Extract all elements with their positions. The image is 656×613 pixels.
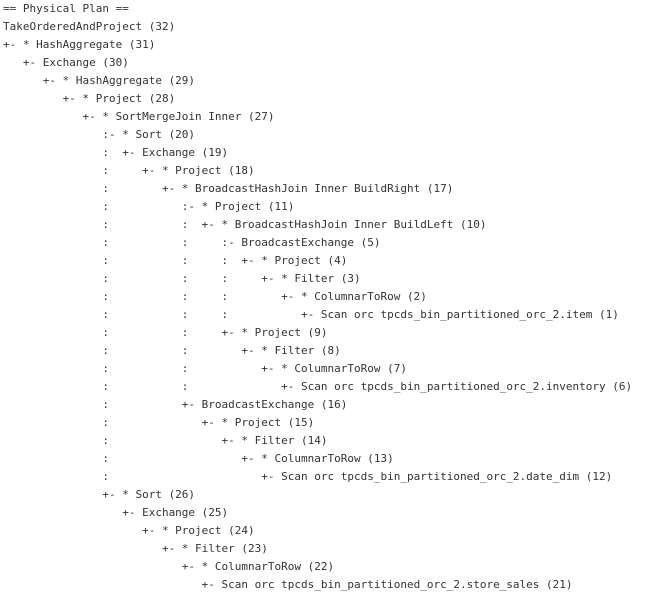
plan-node: : +- BroadcastExchange (16) [3, 398, 348, 411]
plan-node: : +- * Filter (14) [3, 434, 328, 447]
plan-node: : : +- * Filter (8) [3, 344, 341, 357]
plan-node: +- Exchange (25) [3, 506, 229, 519]
plan-node: : : : +- * ColumnarToRow (2) [3, 290, 427, 303]
plan-node: :- * Sort (20) [3, 128, 196, 141]
plan-node: +- * ColumnarToRow (22) [3, 560, 335, 573]
plan-node: : : +- Scan orc tpcds_bin_partitioned_or… [3, 380, 633, 393]
plan-node: : +- Scan orc tpcds_bin_partitioned_orc_… [3, 470, 613, 483]
plan-node: +- Exchange (30) [3, 56, 129, 69]
plan-node: : : +- * Project (9) [3, 326, 328, 339]
plan-node: : : : +- * Filter (3) [3, 272, 361, 285]
plan-node: : +- * Project (18) [3, 164, 255, 177]
plan-node: +- Scan orc tpcds_bin_partitioned_orc_2.… [3, 578, 573, 591]
plan-node: : +- * ColumnarToRow (13) [3, 452, 394, 465]
plan-node: : : +- * ColumnarToRow (7) [3, 362, 407, 375]
plan-node: +- * Project (28) [3, 92, 176, 105]
plan-node: +- * Project (24) [3, 524, 255, 537]
plan-node: +- * Sort (26) [3, 488, 196, 501]
plan-node: : +- Exchange (19) [3, 146, 229, 159]
plan-node: : :- * Project (11) [3, 200, 295, 213]
plan-node: : : : +- Scan orc tpcds_bin_partitioned_… [3, 308, 619, 321]
plan-node: : : : +- * Project (4) [3, 254, 348, 267]
plan-node: +- * SortMergeJoin Inner (27) [3, 110, 275, 123]
plan-node: +- * HashAggregate (31) [3, 38, 156, 51]
plan-node: +- * HashAggregate (29) [3, 74, 196, 87]
plan-node: : : :- BroadcastExchange (5) [3, 236, 381, 249]
plan-node: +- * Filter (23) [3, 542, 268, 555]
plan-node: TakeOrderedAndProject (32) [3, 20, 176, 33]
plan-node: : : +- * BroadcastHashJoin Inner BuildLe… [3, 218, 487, 231]
plan-node: : +- * Project (15) [3, 416, 315, 429]
plan-header: == Physical Plan == [3, 2, 129, 15]
plan-node: : +- * BroadcastHashJoin Inner BuildRigh… [3, 182, 454, 195]
